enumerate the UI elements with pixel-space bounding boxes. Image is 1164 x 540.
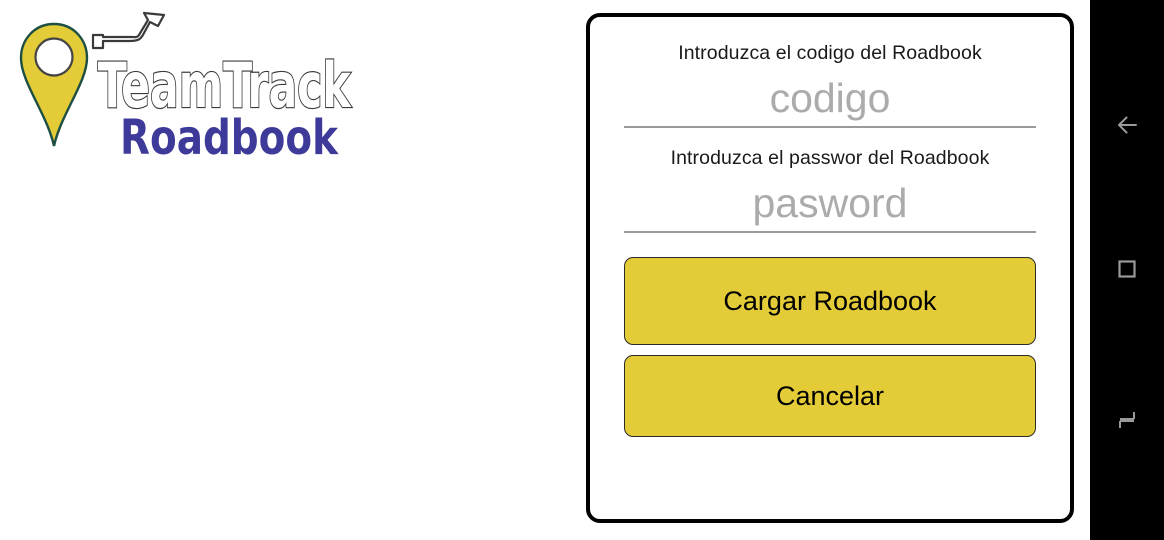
wordmark-teamtrack: TeamTrack <box>98 50 352 122</box>
app-logo: TeamTrack Roadbook <box>8 10 354 160</box>
map-pin-icon <box>19 22 89 147</box>
password-field-underline <box>624 177 1036 233</box>
wordmark-roadbook: Roadbook <box>120 110 339 160</box>
password-field-label: Introduzca el passwor del Roadbook <box>670 147 990 169</box>
code-field-underline <box>624 72 1036 128</box>
roadbook-login-dialog: Introduzca el codigo del Roadbook Introd… <box>586 13 1074 523</box>
password-input[interactable] <box>624 177 1036 229</box>
button-spacer <box>624 233 1036 257</box>
password-field-group: Introduzca el passwor del Roadbook <box>624 146 1036 233</box>
load-roadbook-button[interactable]: Cargar Roadbook <box>624 257 1036 345</box>
home-icon <box>1118 260 1136 278</box>
route-arrow-icon <box>91 11 166 50</box>
nav-home-button[interactable] <box>1090 232 1164 306</box>
back-icon <box>1118 116 1137 134</box>
recents-icon <box>1119 412 1135 428</box>
android-navigation-bar <box>1090 0 1164 540</box>
nav-back-button[interactable] <box>1090 88 1164 162</box>
code-input[interactable] <box>624 72 1036 124</box>
code-field-group: Introduzca el codigo del Roadbook <box>624 41 1036 128</box>
code-field-label: Introduzca el codigo del Roadbook <box>678 42 982 64</box>
field-spacer <box>624 128 1036 146</box>
nav-recents-button[interactable] <box>1090 383 1164 457</box>
cancel-button[interactable]: Cancelar <box>624 355 1036 437</box>
